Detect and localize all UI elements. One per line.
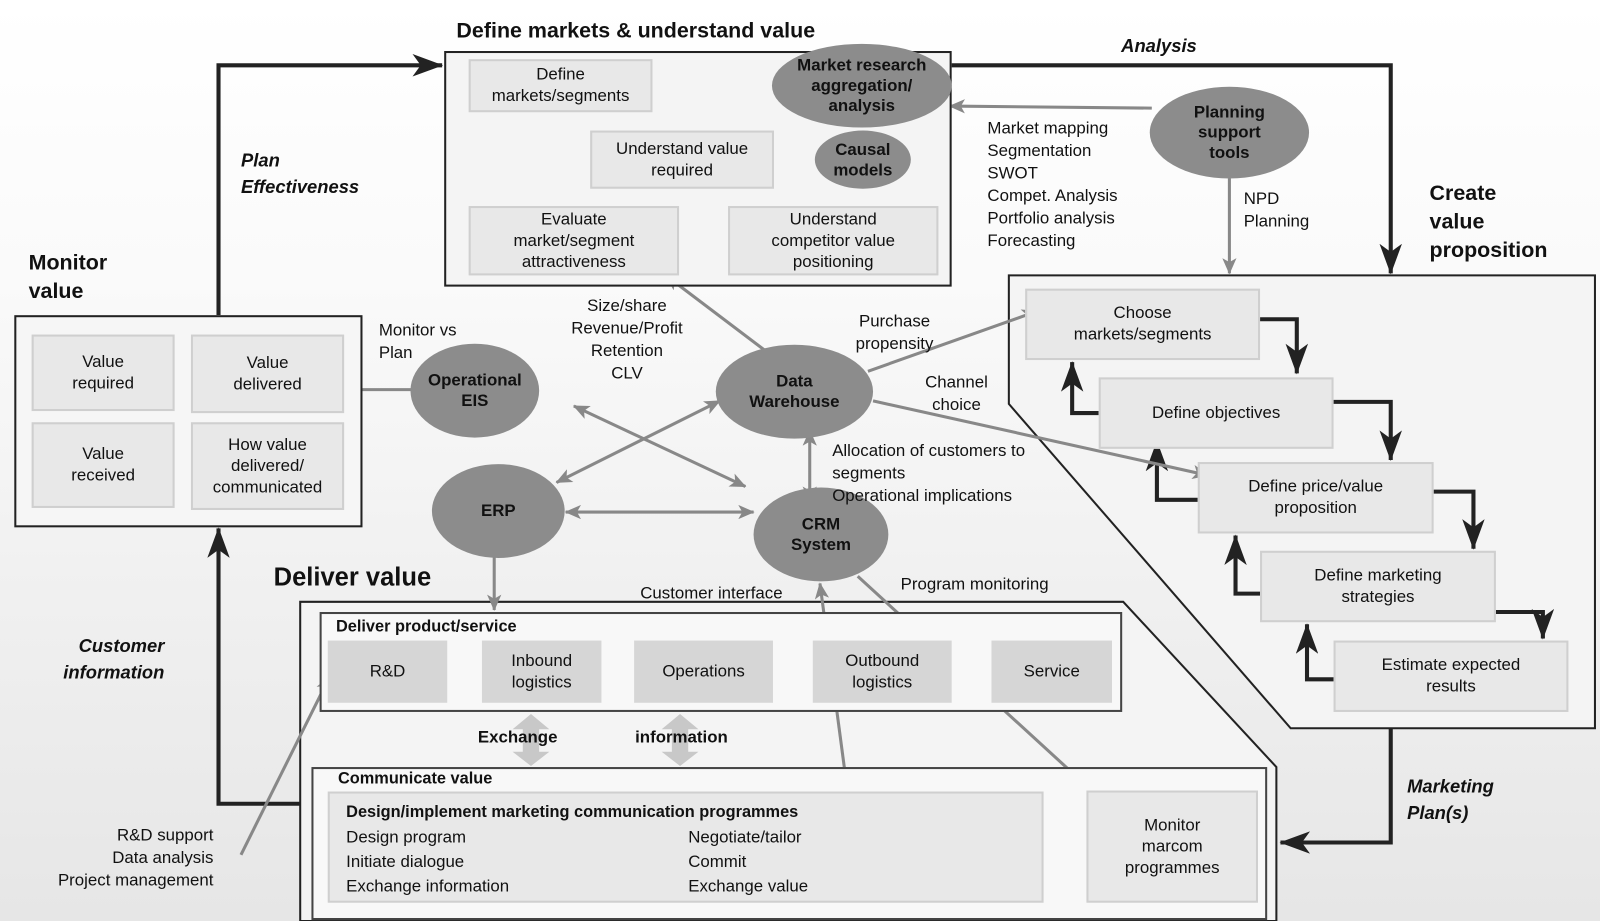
service-step[interactable]: Service — [991, 640, 1112, 703]
estimate-expected-results-box[interactable]: Estimate expected results — [1333, 640, 1569, 712]
causal-models-ellipse[interactable]: Causal models — [814, 130, 911, 189]
analysis-label: Analysis — [1121, 35, 1197, 57]
purchase-propensity-label: Purchase propensity — [855, 312, 934, 353]
erp-ellipse[interactable]: ERP — [431, 464, 565, 558]
information-label: information — [635, 728, 728, 747]
design-programmes-title: Design/implement marketing communication… — [346, 803, 799, 822]
design-programmes-box[interactable]: Design/implement marketing communication… — [327, 791, 1044, 903]
crm-system-ellipse[interactable]: CRM System — [753, 487, 889, 582]
create-section-title: Create value proposition — [1429, 181, 1548, 263]
monitor-vs-plan-label: Monitor vs Plan — [378, 321, 457, 363]
operations-step[interactable]: Operations — [634, 640, 773, 703]
design-activities-left: Design program Initiate dialogue Exchang… — [346, 828, 510, 896]
value-received-box[interactable]: Value received — [31, 422, 175, 508]
plan-effectiveness-label: Plan Effectiveness — [240, 149, 360, 197]
allocation-label: Allocation of customers to segments Oper… — [832, 441, 1026, 505]
program-monitoring-label: Program monitoring — [900, 575, 1049, 594]
market-research-ellipse[interactable]: Market research aggregation/ analysis — [771, 43, 952, 128]
planning-tools-list: Market mapping Segmentation SWOT Compet.… — [987, 119, 1118, 250]
rd-step[interactable]: R&D — [327, 640, 448, 703]
how-value-delivered-box[interactable]: How value delivered/ communicated — [190, 422, 345, 510]
deliver-product-title: Deliver product/service — [335, 618, 517, 636]
customer-information-label: Customer information — [63, 635, 165, 683]
rd-support-label: R&D support Data analysis Project manage… — [57, 826, 214, 890]
define-price-value-box[interactable]: Define price/value proposition — [1197, 462, 1434, 534]
communicate-value-title: Communicate value — [337, 770, 493, 788]
monitor-section-title: Monitor value — [28, 250, 108, 303]
exchange-arrows — [512, 714, 699, 767]
value-required-box[interactable]: Value required — [31, 334, 175, 412]
marketing-plans-label: Marketing Plan(s) — [1407, 776, 1494, 824]
define-section-title: Define markets & understand value — [456, 19, 816, 43]
competitor-positioning-box[interactable]: Understand competitor value positioning — [728, 206, 939, 276]
evaluate-attractiveness-box[interactable]: Evaluate market/segment attractiveness — [468, 206, 680, 276]
define-markets-segments-box[interactable]: Define markets/segments — [468, 59, 653, 113]
understand-value-required-box[interactable]: Understand value required — [590, 130, 774, 189]
planning-support-tools-ellipse[interactable]: Planning support tools — [1149, 86, 1310, 179]
inbound-logistics-step[interactable]: Inbound logistics — [481, 640, 602, 703]
define-marketing-strategies-box[interactable]: Define marketing strategies — [1260, 550, 1496, 623]
operational-eis-ellipse[interactable]: Operational EIS — [410, 343, 540, 438]
design-activities-right: Negotiate/tailor Commit Exchange value — [688, 828, 809, 896]
customer-interface-label: Customer interface — [640, 584, 783, 603]
exchange-label: Exchange — [477, 728, 558, 747]
data-warehouse-ellipse[interactable]: Data Warehouse — [715, 344, 874, 439]
define-objectives-box[interactable]: Define objectives — [1098, 377, 1334, 449]
npd-planning-label: NPD Planning — [1243, 189, 1310, 231]
choose-markets-box[interactable]: Choose markets/segments — [1025, 288, 1261, 361]
deliver-section-title: Deliver value — [273, 563, 432, 592]
outbound-logistics-step[interactable]: Outbound logistics — [812, 640, 952, 703]
channel-choice-label: Channel choice — [925, 373, 988, 415]
size-share-label: Size/share Revenue/Profit Retention CLV — [571, 296, 683, 383]
monitor-marcom-box[interactable]: Monitor marcom programmes — [1086, 790, 1258, 903]
value-delivered-box[interactable]: Value delivered — [190, 334, 345, 414]
